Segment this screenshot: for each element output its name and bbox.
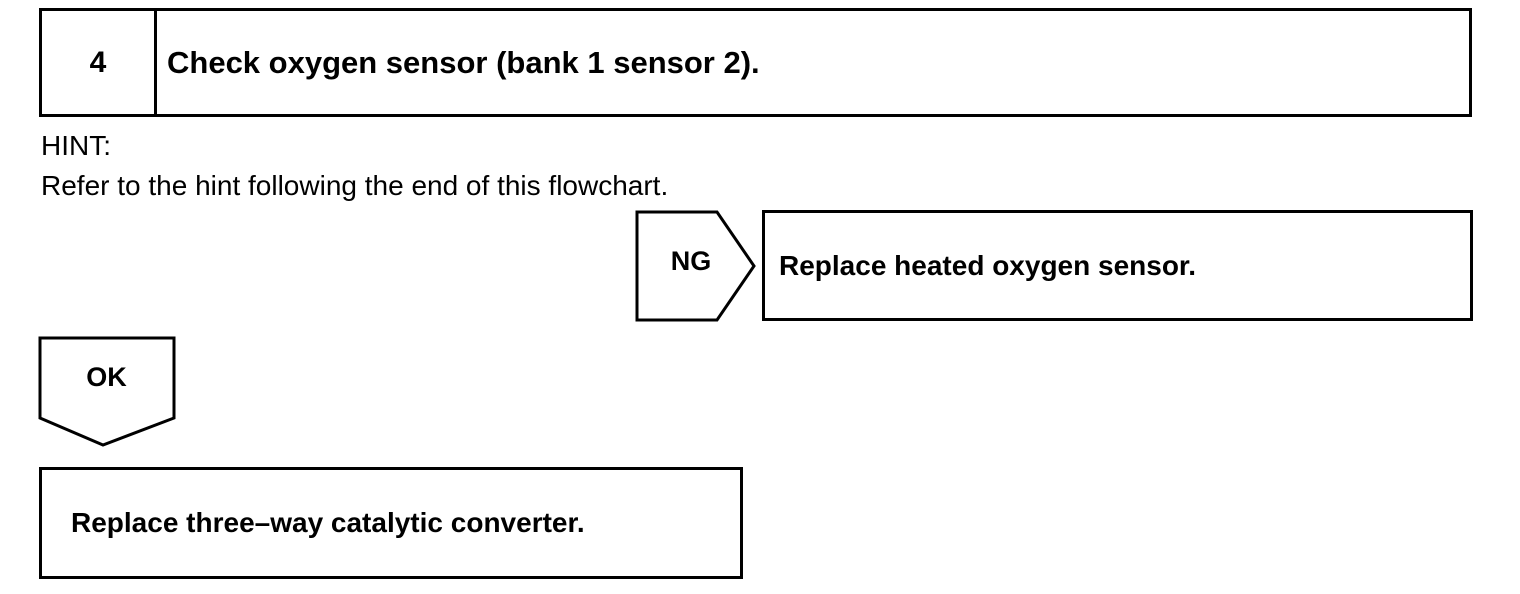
ng-label: NG [670,246,712,276]
ok-label: OK [86,362,127,392]
ng-arrow-outline [635,210,756,322]
step-number: 4 [42,11,157,114]
hint-label: HINT: [41,130,111,161]
hint-text: Refer to the hint following the end of t… [41,170,669,201]
step-box: 4 Check oxygen sensor (bank 1 sensor 2). [39,8,1472,117]
step-title: Check oxygen sensor (bank 1 sensor 2). [167,44,760,80]
ng-action-box: Replace heated oxygen sensor. [762,210,1473,321]
ok-arrow-outline [38,336,176,447]
ok-action-box: Replace three–way catalytic converter. [39,467,743,579]
ng-action-text: Replace heated oxygen sensor. [779,249,1197,281]
ok-action-text: Replace three–way catalytic converter. [71,507,585,538]
